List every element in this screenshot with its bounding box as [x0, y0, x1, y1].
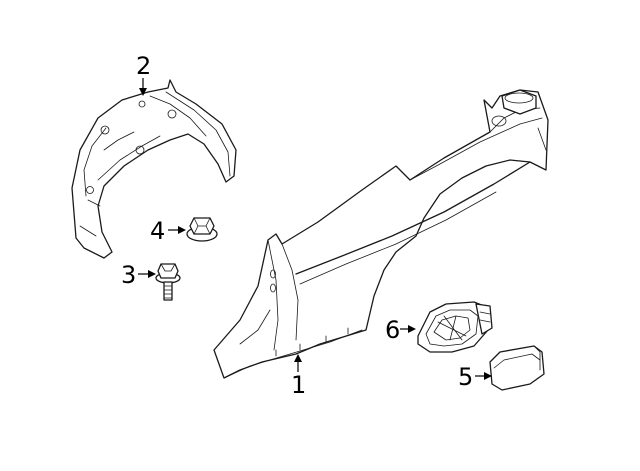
wheel-liner-part	[71, 79, 237, 259]
callout-6: 6	[385, 316, 400, 344]
callout-2: 2	[136, 52, 151, 80]
callout-3: 3	[121, 261, 136, 289]
callout-leaders	[138, 78, 492, 380]
bolt-part	[155, 263, 181, 301]
fuel-filler-housing-part	[417, 301, 493, 353]
nut-part	[186, 217, 218, 242]
callout-5: 5	[458, 363, 473, 391]
quarter-panel-part	[213, 89, 549, 379]
fuel-door-part	[489, 345, 545, 391]
callout-1: 1	[291, 371, 306, 399]
callout-4: 4	[150, 217, 165, 245]
